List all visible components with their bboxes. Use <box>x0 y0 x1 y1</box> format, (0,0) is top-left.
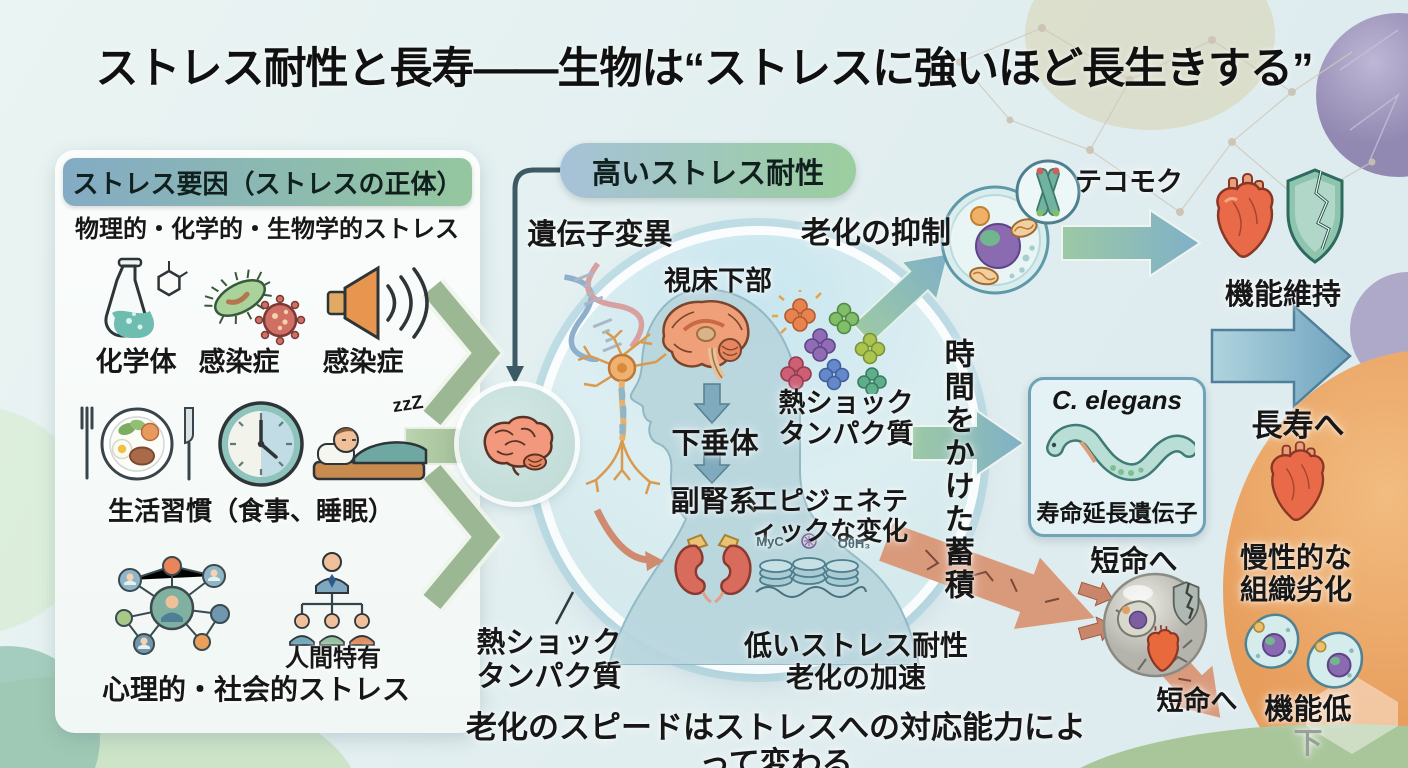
celegans-title: C. elegans <box>1051 385 1183 415</box>
brain-icon <box>483 415 554 477</box>
hsp-pointer-line <box>554 591 575 625</box>
cortisol-curve-arrow <box>593 508 649 564</box>
kidneys-icon <box>674 533 752 604</box>
social-network-icon <box>115 556 230 655</box>
hsp-outer-label: 熱ショック タンパク質 <box>476 627 622 693</box>
sleep-zzz-label: zzZ <box>391 391 425 418</box>
infection-label-2: 感染症 <box>322 347 404 377</box>
aging-suppression-arrow <box>851 252 950 345</box>
elegans-arrow <box>911 408 1026 478</box>
heart-icon-longevity <box>1270 440 1325 522</box>
epigenetic-mark-left: MyC <box>756 534 784 549</box>
physical-chemical-bio-label: 物理的・化学的・生物学的ストレス <box>75 216 459 243</box>
aging-suppression-label: 老化の抑制 <box>801 217 951 250</box>
longevity-label: 長寿へ <box>1251 408 1345 443</box>
chevron-arrow-bottom <box>423 464 501 610</box>
longevity-big-arrow <box>1210 303 1352 409</box>
healthy-cell-icon <box>940 185 1050 295</box>
brain-hub <box>459 386 575 502</box>
adrenal-label: 副腎系 <box>670 486 758 518</box>
declining-cell-icon-2 <box>1306 631 1364 689</box>
function-decline-label: 機能低下 <box>1258 694 1358 761</box>
hsp-blobs-icon <box>772 290 887 394</box>
noise-speaker-icon <box>326 265 429 341</box>
lifestyle-label: 生活習慣（食事、睡眠） <box>107 496 395 526</box>
axis-arrow-2 <box>693 451 731 485</box>
celegans-worm-icon <box>1046 424 1195 482</box>
telomere-label: テコモク <box>1075 167 1183 197</box>
sleep-icon <box>312 427 428 481</box>
stress-factors-header: ストレス要因（ストレスの正体） <box>63 158 472 206</box>
nucleosome-icon <box>755 533 867 598</box>
meal-icon <box>80 406 194 481</box>
heart-icon-maintain <box>1216 173 1274 258</box>
damaged-cell-icon <box>1102 572 1208 678</box>
page-title: ストレス耐性と長寿——生物は“ストレスに強いほど長生きする” <box>95 45 1314 93</box>
gene-mutation-label: 遺伝子変異 <box>527 219 673 251</box>
epigenetic-label: エピジェネテ ィックな変化 <box>751 486 909 547</box>
human-only-label: 人間特有 <box>285 645 381 672</box>
dna-icon <box>563 262 645 362</box>
function-decline-faded: 下 <box>1293 727 1323 760</box>
damage-mini-arrow-1 <box>1077 581 1114 607</box>
chronic-deterioration-label: 慢性的な 組織劣化 <box>1240 542 1353 606</box>
axis-arrow-1 <box>693 383 731 425</box>
short-life-label-2: 短命へ <box>1156 686 1238 716</box>
celegans-box: C. elegans 寿命延長遺伝子 <box>1028 377 1206 537</box>
hsp-inner-label: 熱ショック タンパク質 <box>778 388 914 450</box>
white-chevron-decor <box>1306 674 1398 754</box>
tolerance-connector-line <box>512 167 576 368</box>
declining-cell-icon-1 <box>1244 613 1300 669</box>
low-tolerance-label: 低いストレス耐性 老化の加速 <box>743 630 969 694</box>
clock-icon <box>218 401 304 487</box>
neuron-icon <box>577 330 667 495</box>
cortisol-arrowhead <box>645 551 664 571</box>
high-tolerance-pill: 高いストレス耐性 <box>560 143 856 198</box>
short-life-label-1: 短命へ <box>1090 546 1178 578</box>
infection-label-1: 感染症 <box>198 347 280 377</box>
low-tolerance-arrow <box>879 523 1095 630</box>
sagittal-brain-icon <box>662 299 750 381</box>
tolerance-connector-arrowhead <box>506 366 524 384</box>
bacteria-virus-icon <box>204 269 306 346</box>
function-maintain-arrow <box>1061 208 1202 278</box>
chemical-label: 化学体 <box>95 347 177 377</box>
flask-icon <box>104 257 188 338</box>
psychosocial-label: 心理的・社会的ストレス <box>101 674 411 705</box>
telomere-zoom-icon <box>1015 159 1081 225</box>
pituitary-label: 下垂体 <box>671 428 759 460</box>
function-decline-main: 機能低 <box>1264 694 1352 726</box>
footer-caption: 老化のスピードはストレスへの対応能力によって変わる <box>466 710 1086 768</box>
function-maintain-label: 機能維持 <box>1224 279 1342 311</box>
epigenetic-mark-right: OθH₃ <box>837 536 871 551</box>
accumulation-label: 時間をかけた蓄積 <box>939 338 973 602</box>
org-chart-icon <box>289 552 375 646</box>
chevron-arrow-top <box>423 280 501 426</box>
celegans-gene-label: 寿命延長遺伝子 <box>1036 500 1198 526</box>
hypothalamus-label: 視床下部 <box>664 266 772 296</box>
shield-icon <box>1286 168 1344 264</box>
